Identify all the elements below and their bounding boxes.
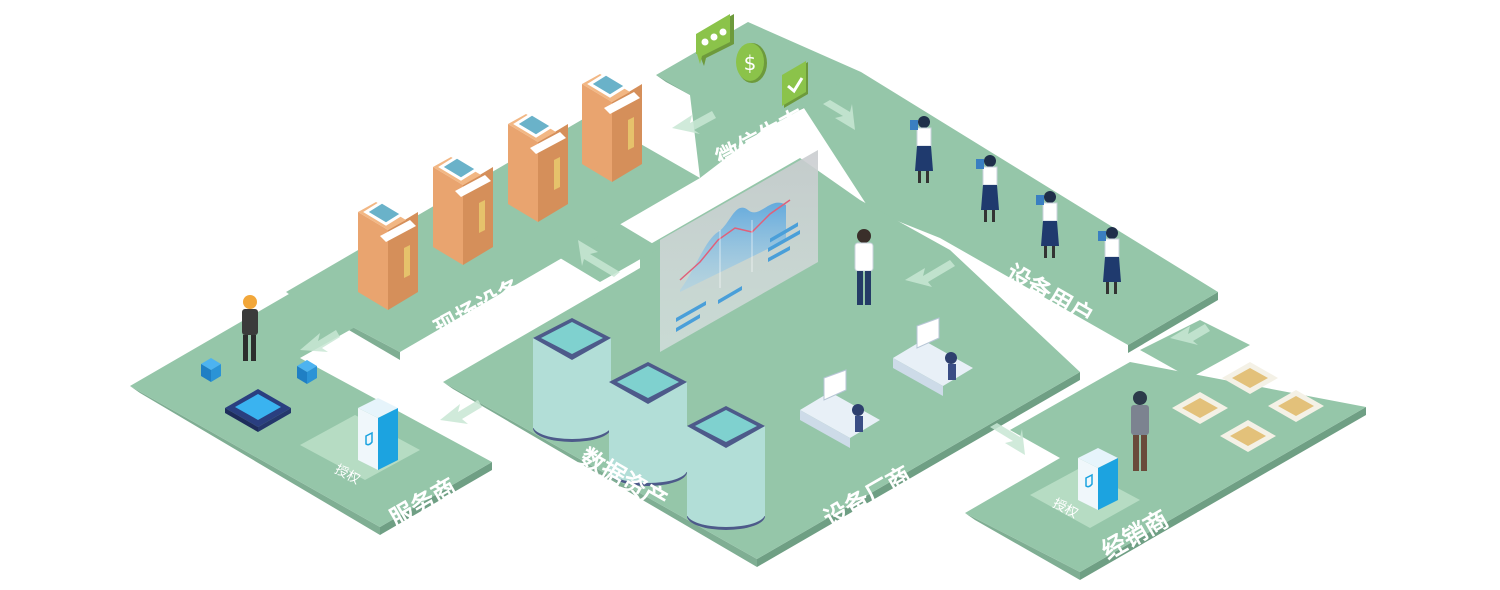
chip-tile [1222, 362, 1278, 394]
kiosk-device [358, 200, 418, 310]
server-cylinder [609, 362, 687, 486]
dollar-coin-icon: $ [736, 43, 767, 83]
chip-tile [1268, 390, 1324, 422]
chat-bubble-icon [696, 14, 734, 66]
workstations [800, 317, 973, 448]
user-person [910, 116, 933, 183]
workstation-desk [893, 317, 973, 396]
kiosk-device [433, 155, 493, 265]
check-badge-icon [782, 61, 808, 108]
kiosks [358, 72, 642, 310]
people [242, 116, 1149, 471]
svg-text:$: $ [744, 51, 757, 75]
kiosk-device [508, 112, 568, 222]
presenter-person [854, 229, 874, 305]
auth-box-service [358, 398, 398, 470]
chip-tile [1220, 420, 1276, 452]
server-cylinder [687, 406, 765, 530]
dashboard-screen [660, 150, 818, 352]
chip-tile [1172, 392, 1228, 424]
wechat-icons: $ [696, 14, 808, 108]
workstation-desk [800, 369, 880, 448]
user-person [976, 155, 999, 222]
user-person [1036, 191, 1059, 258]
flow-arrows [300, 100, 1210, 455]
shield-check-icon [365, 431, 373, 446]
wechat-platform [656, 22, 861, 178]
servers [533, 318, 765, 530]
distributor-objects [1030, 362, 1324, 528]
distributor-person [1131, 391, 1149, 471]
auth-box-distributor [1078, 448, 1118, 510]
chip-pad [225, 389, 291, 432]
service-objects [201, 358, 420, 480]
user-person [1098, 227, 1121, 294]
shield-check-icon [1085, 473, 1093, 488]
service-platform [130, 276, 492, 527]
cube-icon [201, 358, 221, 382]
central-platform [443, 158, 1080, 559]
server-cylinder [533, 318, 611, 442]
kiosk-device [582, 72, 642, 182]
distributor-platform [965, 362, 1366, 572]
cube-icon [297, 360, 317, 384]
worker-person [242, 295, 258, 361]
